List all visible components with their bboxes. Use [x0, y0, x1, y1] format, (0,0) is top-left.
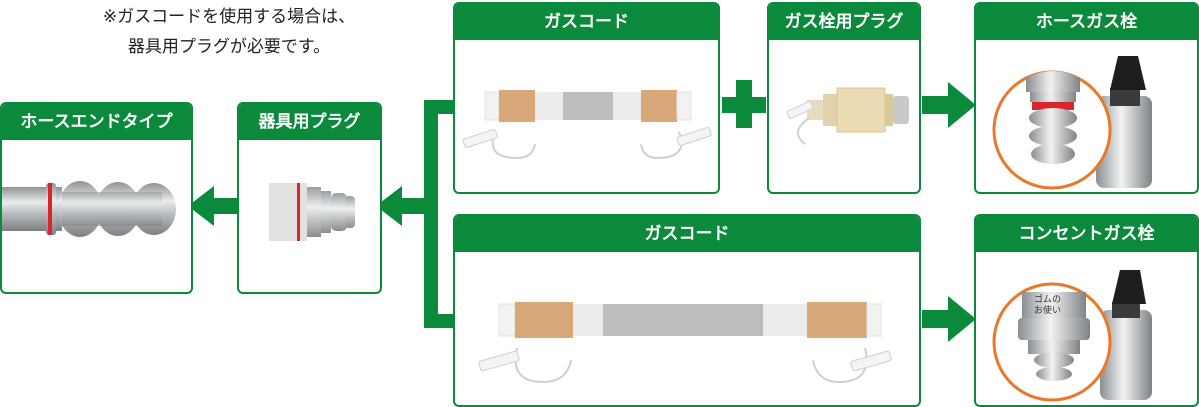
usage-note-line-2: 器具用プラグが必要です。: [127, 37, 331, 57]
arrow-to-plug-shaft: [400, 198, 438, 214]
usage-note-line-1: ※ガスコードを使用する場合は、: [102, 7, 356, 27]
hose-gas-tap-title: ホースガス栓: [976, 4, 1197, 40]
tap-knob-icon: [1112, 270, 1146, 304]
gas-tap-plug-card: ガス栓用プラグ: [767, 2, 921, 194]
outlet-gas-tap-image: ゴムの お使い: [992, 270, 1152, 402]
hose-end-card: ホースエンドタイプ: [0, 102, 193, 294]
gas-tap-plug-image: [786, 87, 909, 145]
arrow-to-hose-end-shaft: [212, 198, 242, 214]
appliance-plug-image: [269, 183, 355, 241]
usage-note: ※ガスコードを使用する場合は、 器具用プラグが必要です。: [64, 2, 394, 62]
hose-gas-tap-image: [992, 56, 1152, 190]
outlet-gas-tap-card: コンセントガス栓 ゴムの お使い: [974, 214, 1199, 407]
arrow-to-hose-tap-head: [948, 82, 976, 128]
tap-label-line-1: ゴムの: [1034, 293, 1061, 305]
red-mark-icon: [297, 183, 300, 241]
tap-knob-icon: [1110, 56, 1146, 90]
red-ring-icon: [48, 183, 52, 235]
gas-cord-bottom-title: ガスコード: [455, 216, 919, 252]
outlet-gas-tap-title: コンセントガス栓: [976, 216, 1197, 252]
arrow-to-plug-head: [376, 186, 402, 226]
gas-cord-top-card: ガスコード: [453, 2, 720, 194]
gas-cord-top-image: [462, 90, 712, 160]
gas-tap-plug-title: ガス栓用プラグ: [769, 4, 919, 40]
hose-end-title: ホースエンドタイプ: [2, 104, 191, 140]
arrow-to-outlet-tap-shaft: [922, 310, 952, 328]
arrow-to-hose-end-head: [188, 186, 214, 226]
appliance-plug-card: 器具用プラグ: [237, 102, 382, 294]
appliance-plug-title: 器具用プラグ: [239, 104, 380, 140]
red-ring-icon: [1032, 102, 1074, 110]
arrow-to-outlet-tap-head: [948, 296, 976, 342]
gas-cord-top-title: ガスコード: [455, 4, 718, 40]
arrow-to-hose-tap-shaft: [922, 96, 952, 114]
hose-gas-tap-card: ホースガス栓: [974, 2, 1199, 194]
branch-bottom-line: [424, 314, 456, 328]
branch-top-line: [424, 100, 456, 114]
hose-end-image: [2, 181, 176, 237]
tap-label-line-2: お使い: [1034, 304, 1061, 316]
gas-cord-bottom-card: ガスコード: [453, 214, 921, 407]
gas-cord-bottom-image: [478, 302, 892, 384]
plus-vertical: [736, 80, 752, 128]
